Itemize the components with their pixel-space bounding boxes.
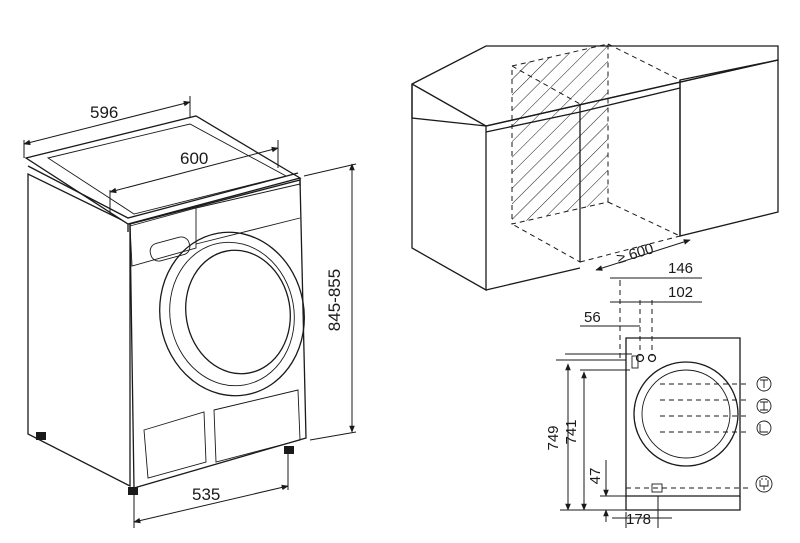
dim-56: 56 <box>584 309 601 326</box>
dim-47: 47 <box>587 468 604 485</box>
dim-535: 535 <box>192 485 220 504</box>
dim-845-855: 845-855 <box>325 269 344 331</box>
dim-600: 600 <box>180 149 208 168</box>
dim-146: 146 <box>668 260 693 277</box>
dim-749: 749 <box>545 425 562 450</box>
niche-drawing: ≥ 600 <box>411 43 779 292</box>
drain-icon <box>756 420 772 436</box>
dim-niche-600: ≥ 600 <box>615 240 656 267</box>
dim-102: 102 <box>668 284 693 301</box>
dim-596: 596 <box>90 103 118 122</box>
cold-water-tap-icon <box>756 376 772 392</box>
power-plug-icon <box>755 475 773 493</box>
rear-view-drawing: 146 102 56 <box>545 260 773 528</box>
dim-178: 178 <box>626 511 651 528</box>
washing-machine-drawing: 596 600 845-855 535 <box>23 96 357 528</box>
dim-741: 741 <box>563 419 580 444</box>
hot-water-tap-icon <box>756 398 772 414</box>
